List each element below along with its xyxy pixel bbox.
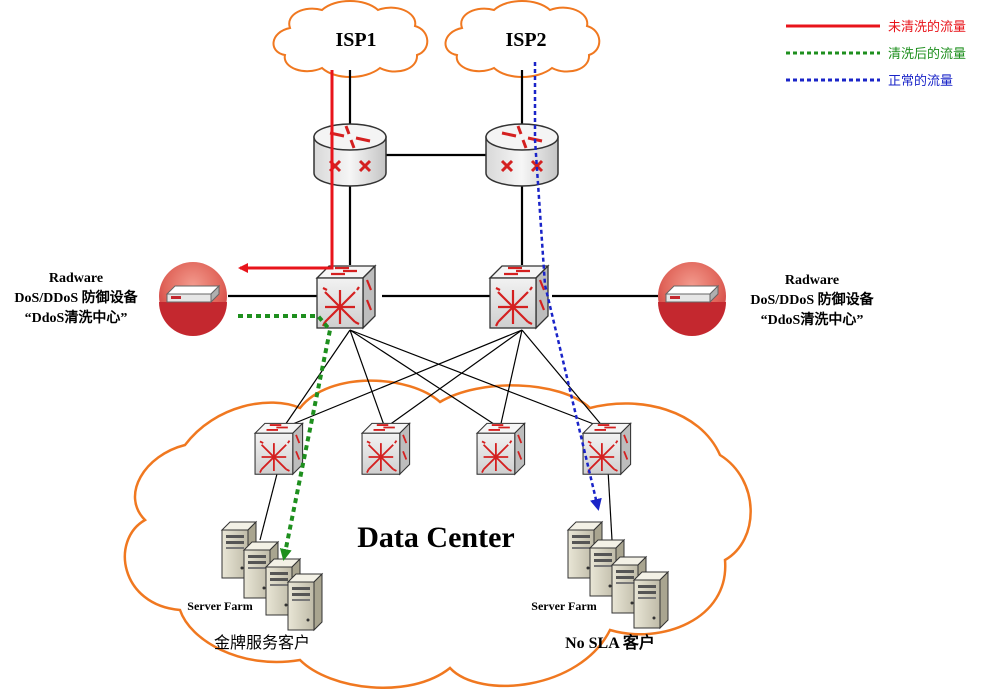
legend-label-clean: 清洗后的流量 <box>888 46 966 62</box>
dirty-traffic-flow <box>238 70 334 273</box>
isp2-cloud <box>444 0 601 78</box>
access-switch-2 <box>361 422 411 476</box>
client-right-label: No SLA 客户 <box>565 633 655 652</box>
isp2-router <box>484 122 560 188</box>
access-switch-4 <box>582 422 632 476</box>
access-switch-1 <box>254 422 304 476</box>
legend: 未清洗的流量 清洗后的流量 正常的流量 <box>786 19 966 89</box>
right-device-vendor: Radware <box>785 273 839 288</box>
legend-label-dirty: 未清洗的流量 <box>888 19 966 35</box>
right-device-role: “DdoS清洗中心” <box>761 311 864 328</box>
clean-traffic-flow <box>238 314 333 561</box>
normal-traffic-flow <box>533 62 602 511</box>
isp1-cloud <box>272 0 429 78</box>
ddos-device-right <box>657 261 727 337</box>
isp2-label: ISP2 <box>505 29 546 51</box>
isp1-label: ISP1 <box>335 29 376 51</box>
core-switch-right <box>488 264 550 330</box>
mesh-links <box>259 329 613 541</box>
left-device-role: “DdoS清洗中心” <box>25 309 128 326</box>
network-links <box>228 70 658 298</box>
isp1-router <box>312 122 388 188</box>
core-switch-left <box>315 264 377 330</box>
right-device-type: DoS/DDoS 防御设备 <box>750 291 874 308</box>
left-device-type: DoS/DDoS 防御设备 <box>14 289 138 306</box>
left-device-vendor: Radware <box>49 271 103 286</box>
ddos-device-left <box>158 261 228 337</box>
server-farm-left-label: Server Farm <box>187 599 252 613</box>
client-left-label: 金牌服务客户 <box>214 634 310 652</box>
legend-label-normal: 正常的流量 <box>888 73 953 89</box>
data-center-title: Data Center <box>357 521 514 554</box>
access-switch-3 <box>476 422 526 476</box>
server-farm-right-label: Server Farm <box>531 599 596 613</box>
